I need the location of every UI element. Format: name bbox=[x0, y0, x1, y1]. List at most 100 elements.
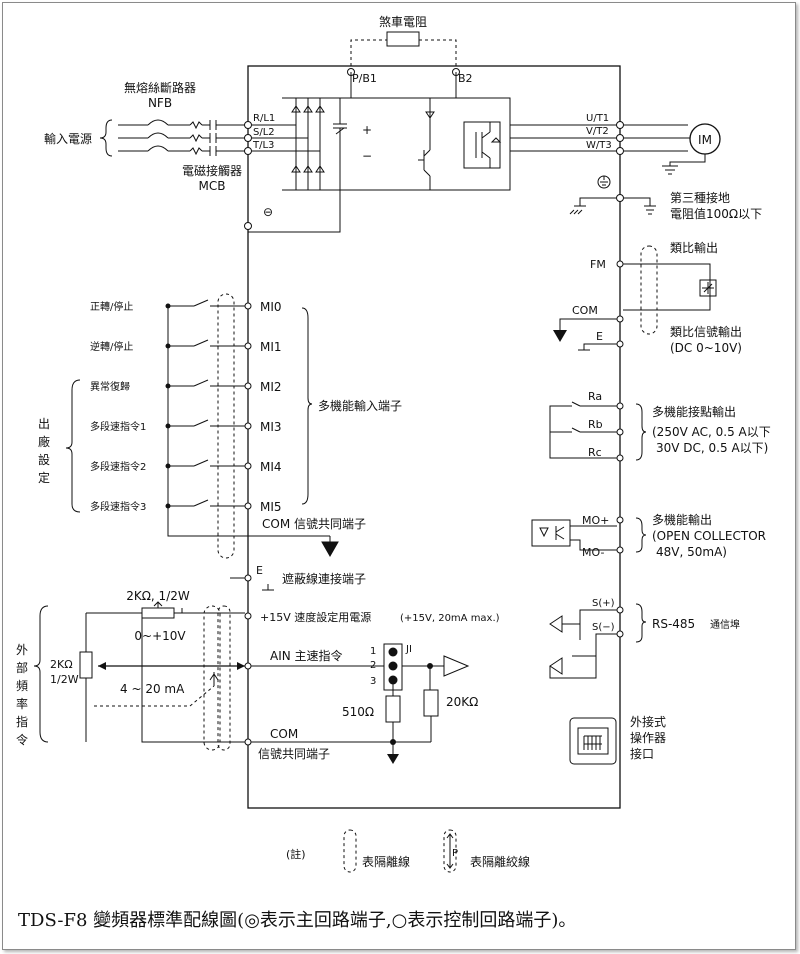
vt2-terminal bbox=[616, 134, 624, 142]
ext-pot-label-2: 1/2W bbox=[50, 673, 79, 686]
speed-shield bbox=[203, 605, 221, 751]
wt3-label: W/T3 bbox=[586, 140, 612, 151]
ground-terminal bbox=[616, 194, 624, 202]
rb-label: Rb bbox=[588, 418, 603, 431]
nfb-title: 無熔絲斷路器 bbox=[124, 80, 196, 95]
shield-terminal bbox=[244, 574, 252, 582]
shield-e-label: E bbox=[256, 564, 263, 577]
input-name-mi1: 逆轉/停止 bbox=[90, 340, 133, 353]
current-range: 4 ~ 20 mA bbox=[120, 682, 185, 696]
relay-title: 多機能接點輸出 bbox=[652, 404, 736, 419]
pot-range: 0~+10V bbox=[134, 629, 186, 643]
ain-label: AIN 主速指令 bbox=[270, 648, 343, 663]
relay-dc-rating: 30V DC, 0.5 A以下) bbox=[656, 441, 768, 455]
e-analog-terminal bbox=[616, 340, 624, 348]
dc-minus-terminal: ⊖ bbox=[263, 205, 273, 219]
rs485-title: RS-485 bbox=[652, 617, 695, 631]
ground-class-label: 第三種接地 bbox=[670, 190, 730, 205]
motor-leads bbox=[624, 124, 690, 152]
e-analog-label: E bbox=[596, 330, 603, 343]
com-analog-terminal bbox=[616, 315, 624, 323]
terminal-mi3 bbox=[244, 422, 252, 430]
terminal-mi2 bbox=[244, 382, 252, 390]
mo-minus-terminal bbox=[616, 546, 624, 554]
terminal-mi4 bbox=[244, 462, 252, 470]
b2-terminal-label: B2 bbox=[458, 72, 473, 85]
analog-range-label: (DC 0~10V) bbox=[670, 341, 742, 355]
v15-spec: (+15V, 20mA max.) bbox=[400, 613, 500, 624]
factory-char-3: 定 bbox=[38, 470, 50, 485]
com-analog-label: COM bbox=[572, 304, 598, 317]
motor-label: IM bbox=[698, 133, 712, 147]
wt3-terminal bbox=[616, 147, 624, 155]
fm-label: FM bbox=[590, 258, 606, 271]
mo-type: (OPEN COLLECTOR bbox=[652, 529, 766, 543]
note-label: (註) bbox=[286, 848, 306, 861]
igbt-inverter bbox=[430, 97, 620, 191]
nfb-label: NFB bbox=[148, 96, 172, 110]
sl2-label: S/L2 bbox=[253, 127, 275, 138]
ji-label: JI bbox=[405, 644, 412, 655]
ext-char-2: 頻 bbox=[16, 679, 28, 693]
legend-shield-symbol bbox=[343, 829, 357, 873]
brake-resistor-label: 煞車電阻 bbox=[379, 15, 427, 29]
input-name-mi2: 異常復歸 bbox=[90, 380, 130, 393]
keypad-port-icon bbox=[569, 717, 617, 765]
analog-shield bbox=[640, 245, 658, 335]
legend-twisted-symbol bbox=[443, 829, 457, 873]
ra-label: Ra bbox=[588, 390, 602, 403]
rb-terminal bbox=[616, 428, 624, 436]
terminal-label-mi2: MI2 bbox=[260, 380, 282, 394]
optocoupler bbox=[531, 519, 571, 547]
figure-caption: TDS-F8 變頻器標準配線圖(◎表示主回路端子,○表示控制回路端子)。 bbox=[18, 910, 577, 931]
input-name-mi4: 多段速指令2 bbox=[90, 460, 146, 473]
rc-terminal bbox=[616, 454, 624, 462]
relay-ac-rating: (250V AC, 0.5 A以下 bbox=[652, 425, 771, 439]
minus-terminal bbox=[244, 222, 252, 230]
legend-shield-label: 表隔離線 bbox=[362, 854, 410, 869]
ground-resistance-label: 電阻值100Ω以下 bbox=[670, 206, 762, 221]
brake-resistor: 煞車電阻 bbox=[350, 15, 457, 72]
tl3-label: T/L3 bbox=[252, 140, 274, 151]
s-plus-label: S(+) bbox=[592, 598, 615, 609]
keypad-label-1: 外接式 bbox=[630, 714, 666, 729]
j2-label: 2 bbox=[370, 660, 376, 671]
s-minus-terminal bbox=[616, 630, 624, 638]
com-ground-arrow bbox=[553, 330, 567, 342]
ext-char-4: 指 bbox=[16, 714, 28, 729]
j1-label: 1 bbox=[370, 646, 376, 657]
s-minus-label: S(−) bbox=[592, 622, 615, 633]
v15-label: +15V 速度設定用電源 bbox=[260, 610, 371, 624]
fm-terminal bbox=[616, 260, 624, 268]
legend-twisted-label: 表隔離絞線 bbox=[470, 854, 530, 869]
mo-plus-label: MO+ bbox=[582, 514, 609, 527]
mo-rating: 48V, 50mA) bbox=[656, 545, 727, 559]
motor-ground bbox=[662, 154, 706, 175]
ext-char-5: 令 bbox=[16, 732, 28, 747]
input-power-label: 輸入電源 bbox=[44, 131, 92, 146]
relay-contacts bbox=[549, 405, 617, 459]
ain-amplifier bbox=[443, 655, 470, 677]
com-common-label: COM 信號共同端子 bbox=[262, 517, 366, 531]
input-name-mi0: 正轉/停止 bbox=[90, 300, 133, 313]
ext-char-0: 外 bbox=[16, 643, 28, 657]
factory-char-0: 出 bbox=[38, 417, 50, 431]
com2-label: COM bbox=[270, 727, 298, 741]
j3-label: 3 bbox=[370, 676, 376, 687]
ext-pot-label-1: 2KΩ bbox=[50, 658, 73, 671]
mcb-label: MCB bbox=[199, 179, 226, 193]
keypad-label-3: 接口 bbox=[630, 746, 654, 761]
input-name-mi3: 多段速指令1 bbox=[90, 420, 146, 433]
mo-title: 多機能輸出 bbox=[652, 512, 712, 527]
ra-terminal bbox=[616, 402, 624, 410]
com-ground-arrow-input bbox=[322, 542, 338, 556]
rl1-label: R/L1 bbox=[253, 113, 275, 124]
r510 bbox=[385, 695, 401, 723]
